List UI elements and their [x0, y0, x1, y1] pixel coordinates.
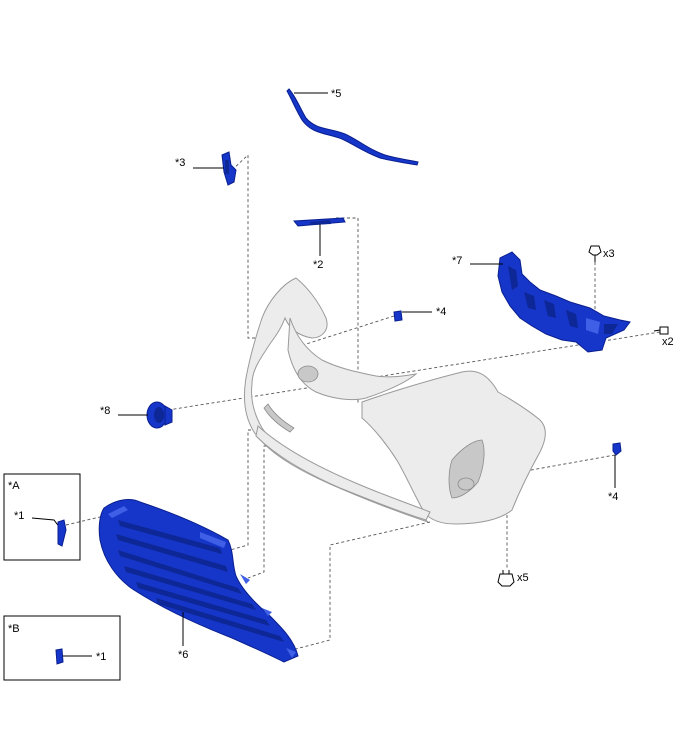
- quantity-x2: x2: [662, 336, 674, 348]
- inset-a-label: *A: [8, 480, 20, 492]
- part-8-emblem: [146, 401, 173, 429]
- callout-6: *6: [178, 649, 188, 661]
- callout-5: *5: [331, 88, 341, 100]
- inset-b-label: *B: [8, 623, 20, 635]
- inset-b: *B *1: [3, 615, 121, 681]
- part-7-retainer: [497, 251, 631, 353]
- quantity-x5: x5: [517, 572, 529, 584]
- callout-3: *3: [175, 157, 185, 169]
- part-4-clip-upper: [393, 310, 403, 322]
- callout-7: *7: [452, 255, 462, 267]
- screw-icon-x3: [588, 245, 602, 262]
- part-2-upper-bracket: [293, 217, 346, 227]
- callout-4-upper: *4: [436, 306, 446, 318]
- grille-slats: [108, 506, 296, 658]
- bolt-icon-x2: [653, 326, 669, 335]
- part-4-clip-right: [612, 442, 622, 456]
- callout-2: *2: [313, 259, 323, 271]
- leader-lines: [31, 92, 616, 657]
- callout-1-inset-a: *1: [14, 510, 24, 522]
- quantity-x3: x3: [603, 248, 615, 260]
- front-bumper-cover: [244, 277, 546, 525]
- clip-icon-x5: [497, 570, 515, 587]
- callout-4-right: *4: [608, 491, 618, 503]
- part-5-molding-strip: [286, 88, 419, 166]
- part-6-lower-grille: [98, 499, 299, 663]
- part-3-side-bracket: [221, 151, 237, 186]
- callout-8: *8: [100, 405, 110, 417]
- callout-labels: *5 *3 *2 *7 *4 *8 *4 *6 x3 x2 x5: [100, 88, 674, 661]
- inset-a: *A *1: [3, 473, 81, 561]
- callout-1-inset-b: *1: [96, 651, 106, 663]
